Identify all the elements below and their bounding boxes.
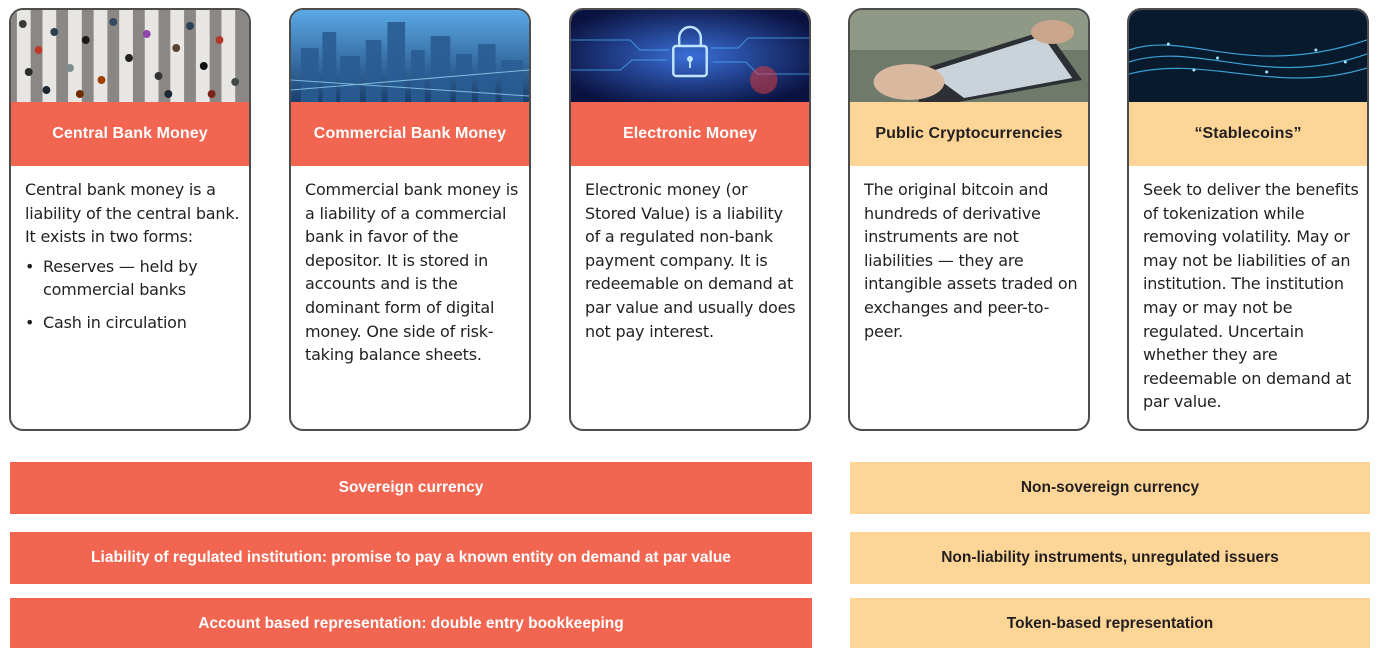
- card-commercial-bank-money: Commercial Bank Money Commercial bank mo…: [289, 8, 531, 431]
- bullet-list: Reserves — held by commercial banks Cash…: [25, 255, 241, 335]
- digital-lock-image: [571, 10, 809, 102]
- hand-tablet-image: [850, 10, 1088, 102]
- list-item: Cash in circulation: [25, 311, 241, 335]
- card-text: The original bitcoin and hundreds of der…: [864, 180, 1078, 341]
- card-public-cryptocurrencies: Public Cryptocurrencies The original bit…: [848, 8, 1090, 431]
- card-description: Central bank money is a liability of the…: [25, 178, 241, 344]
- card-description: The original bitcoin and hundreds of der…: [864, 178, 1080, 343]
- card-title: “Stablecoins”: [1129, 102, 1367, 166]
- city-skyline-image: [291, 10, 529, 102]
- card-description: Commercial bank money is a liability of …: [305, 178, 521, 367]
- card-title: Central Bank Money: [11, 102, 249, 166]
- card-title: Electronic Money: [571, 102, 809, 166]
- account-based-bar: Account based representation: double ent…: [10, 598, 812, 648]
- digital-network-image: [1129, 10, 1367, 102]
- card-description: Seek to deliver the benefits of tokeniza…: [1143, 178, 1359, 414]
- list-item: Reserves — held by commercial banks: [25, 255, 241, 302]
- card-title: Commercial Bank Money: [291, 102, 529, 166]
- regulated-liability-bar: Liability of regulated institution: prom…: [10, 532, 812, 584]
- non-liability-bar: Non-liability instruments, unregulated i…: [850, 532, 1370, 584]
- card-text: Seek to deliver the benefits of tokeniza…: [1143, 180, 1359, 412]
- non-sovereign-currency-bar: Non-sovereign currency: [850, 462, 1370, 514]
- card-description: Electronic money (or Stored Value) is a …: [585, 178, 801, 343]
- card-text: Commercial bank money is a liability of …: [305, 180, 519, 365]
- card-stablecoins: “Stablecoins” Seek to deliver the benefi…: [1127, 8, 1369, 431]
- token-based-bar: Token-based representation: [850, 598, 1370, 648]
- sovereign-currency-bar: Sovereign currency: [10, 462, 812, 514]
- card-text: Central bank money is a liability of the…: [25, 180, 240, 247]
- card-text: Electronic money (or Stored Value) is a …: [585, 180, 796, 341]
- card-title: Public Cryptocurrencies: [850, 102, 1088, 166]
- crowd-crosswalk-image: [11, 10, 249, 102]
- card-central-bank-money: Central Bank Money Central bank money is…: [9, 8, 251, 431]
- card-electronic-money: Electronic Money Electronic money (or St…: [569, 8, 811, 431]
